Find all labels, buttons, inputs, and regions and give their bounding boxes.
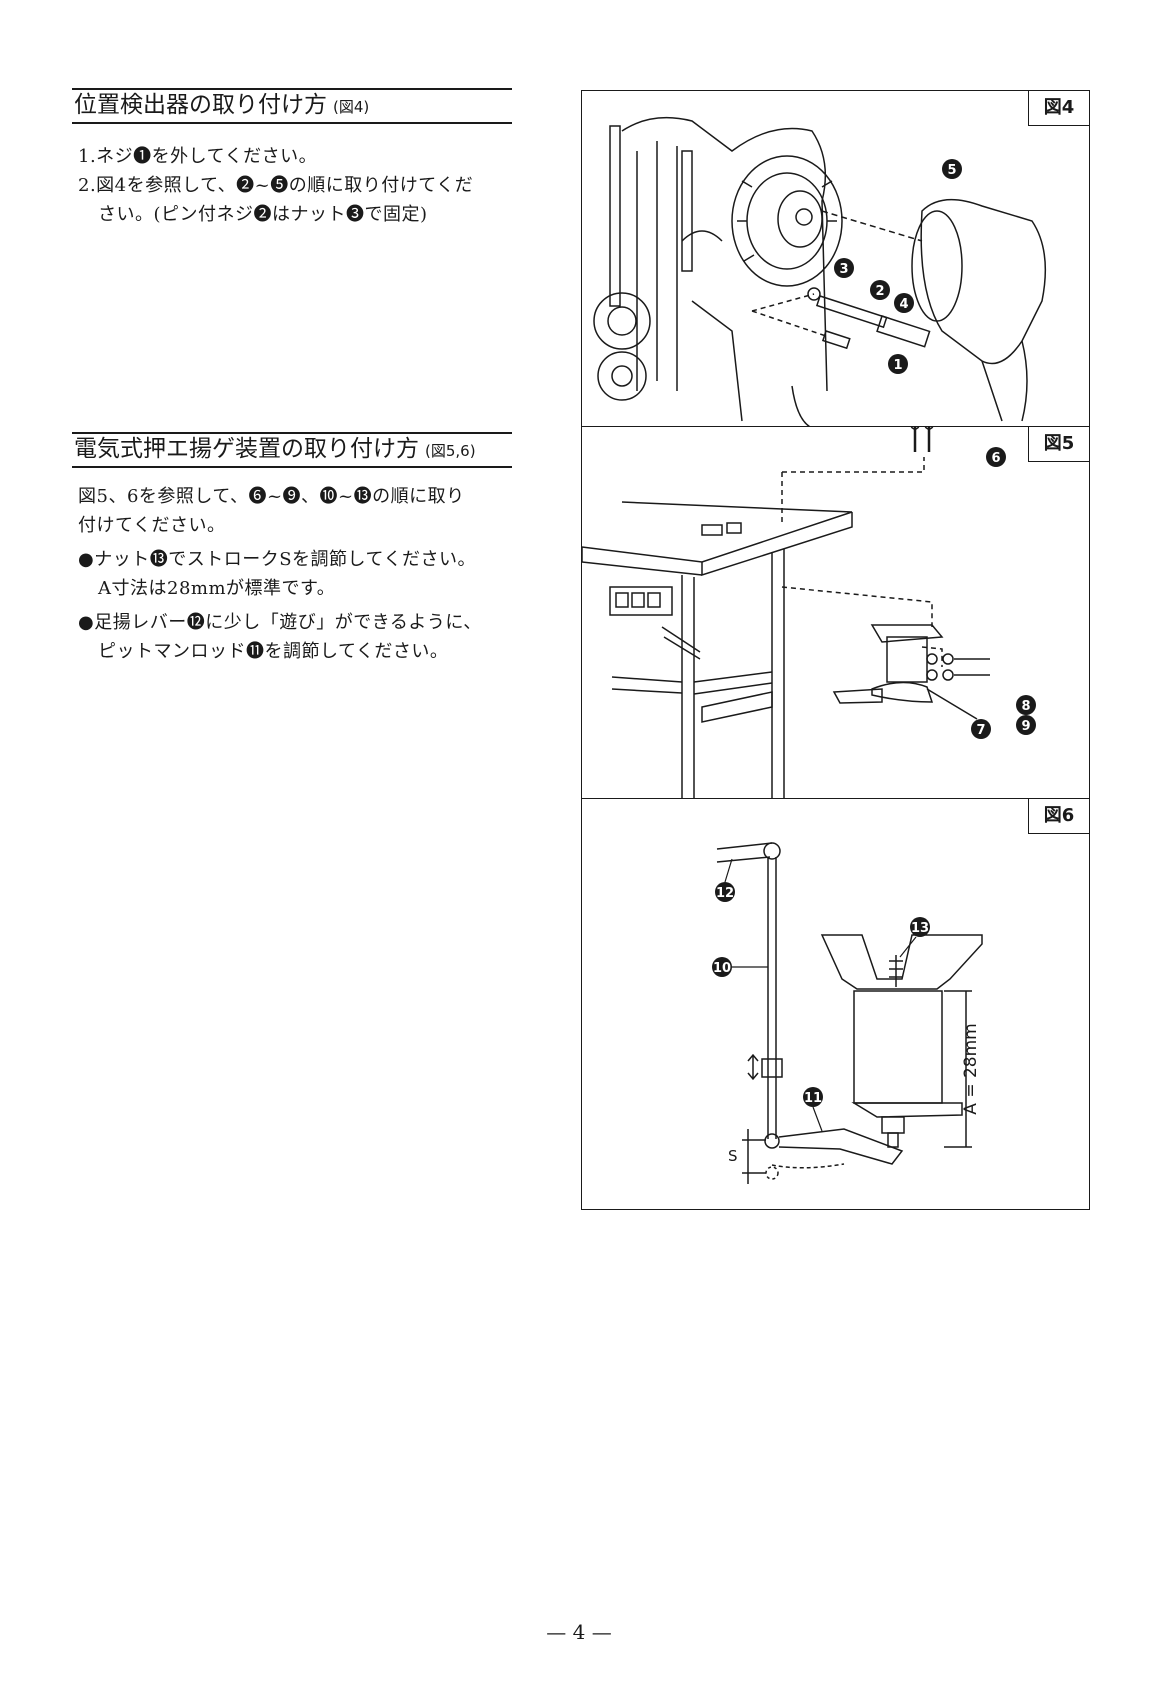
- svg-text:6: 6: [991, 451, 1000, 466]
- instruction-line: 図5、6を参照して、❻~❾、❿~⓭の順に取り: [78, 482, 465, 511]
- callout-8: 8: [1016, 695, 1036, 715]
- figure-6-callouts: A = 28mm S 10 11 12 13: [582, 799, 1090, 1210]
- svg-text:13: 13: [911, 921, 929, 936]
- callout-13: 13: [910, 917, 930, 937]
- svg-text:5: 5: [947, 163, 956, 178]
- svg-text:2: 2: [875, 284, 884, 299]
- callout-3: 3: [834, 258, 854, 278]
- svg-text:4: 4: [899, 297, 908, 312]
- callout-7: 7: [971, 719, 991, 739]
- instruction-line: 2.図4を参照して、❷~❺の順に取り付けてくだ: [78, 171, 473, 200]
- svg-text:3: 3: [839, 262, 848, 277]
- instruction-line: ●ナット⓭でストロークSを調節してください。: [78, 545, 476, 574]
- callout-6: 6: [986, 447, 1006, 467]
- section-title-electric-presser-lift: 電気式押エ揚ゲ装置の取り付け方(図5,6): [72, 432, 512, 468]
- svg-text:7: 7: [976, 723, 985, 738]
- instruction-line: ●足揚レバー⓬に少し「遊び」ができるように、: [78, 608, 482, 637]
- callout-12: 12: [715, 882, 735, 902]
- figure-4-callouts: 1 2 3 4 5: [582, 91, 1090, 427]
- callout-9: 9: [1016, 715, 1036, 735]
- svg-text:9: 9: [1021, 719, 1030, 734]
- instruction-line: 1.ネジ❶を外してください。: [78, 142, 317, 171]
- instruction-line: さい。(ピン付ネジ❷はナット❸で固定): [98, 200, 428, 229]
- svg-text:11: 11: [804, 1091, 822, 1106]
- callout-5: 5: [942, 159, 962, 179]
- figure-4-panel: 図4 1 2 3 4 5: [581, 90, 1090, 427]
- instruction-line: 付けてください。: [78, 511, 225, 540]
- svg-text:10: 10: [713, 961, 731, 976]
- callout-4: 4: [894, 293, 914, 313]
- callout-2: 2: [870, 280, 890, 300]
- page-number: — 4 —: [0, 1620, 1158, 1644]
- figure-6-panel: 図6 A = 28mm S 10 11 12 13: [581, 798, 1090, 1210]
- figure-5-panel: 図5 6 7 8 9: [581, 426, 1090, 799]
- dimension-a-label: A = 28mm: [961, 1023, 981, 1114]
- svg-text:1: 1: [893, 358, 902, 373]
- section-title-position-detector: 位置検出器の取り付け方(図4): [72, 88, 512, 124]
- svg-text:8: 8: [1021, 699, 1030, 714]
- figure-5-callouts: 6 7 8 9: [582, 427, 1090, 799]
- callout-11: 11: [803, 1087, 823, 1107]
- stroke-s-label: S: [728, 1147, 738, 1165]
- callout-10: 10: [712, 957, 732, 977]
- instruction-line: A寸法は28mmが標準です。: [98, 574, 335, 603]
- instruction-line: ピットマンロッド⓫を調節してください。: [98, 637, 448, 666]
- callout-1: 1: [888, 354, 908, 374]
- svg-text:12: 12: [716, 886, 734, 901]
